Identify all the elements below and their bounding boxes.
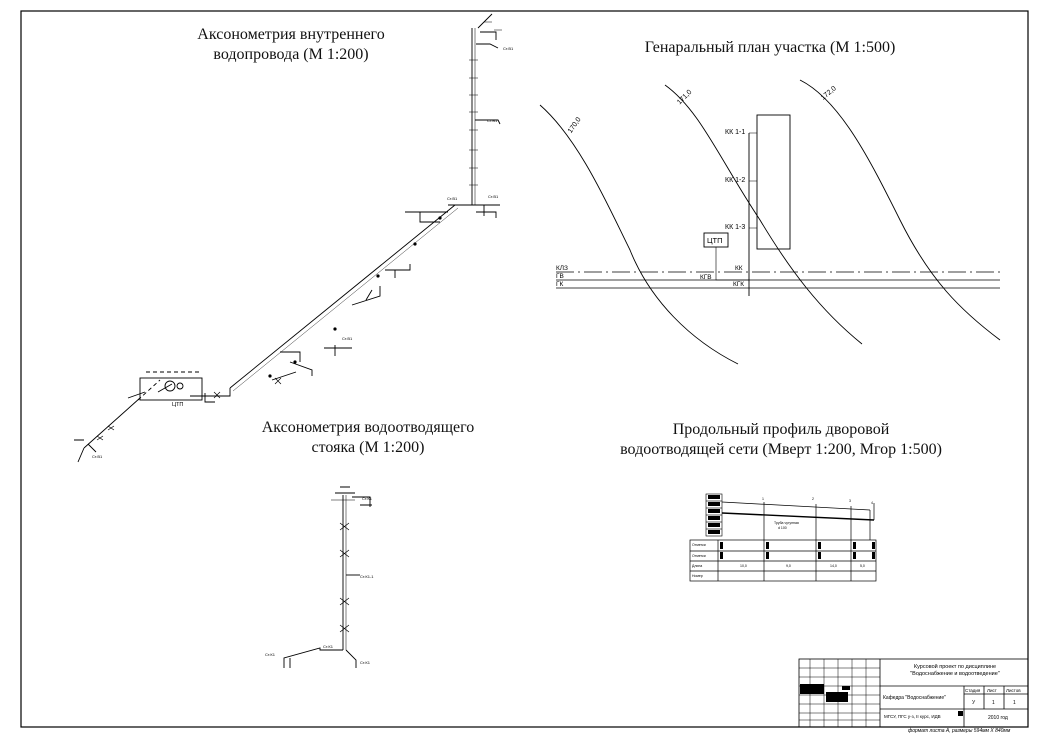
svg-text:Ст.В1: Ст.В1 [447,196,458,201]
svg-text:4: 4 [871,501,873,505]
svg-text:Ст.В1: Ст.В1 [342,336,353,341]
svg-text:2: 2 [812,497,814,501]
line-label-gk: ГК [556,281,564,288]
general-plan-title: Генаральный план участка (М 1:500) [644,39,896,56]
well-kk1-1: КК 1-1 [725,129,746,136]
svg-text:Отметки: Отметки [692,543,706,547]
drainage-riser-axonometry: Ст.К1 Ст.К1-1 Ст.К1 Ст.К1 Ст.К1 [265,486,374,668]
building [756,114,791,250]
city-well-kgk: КГК [733,281,745,288]
svg-text:5,0: 5,0 [860,564,865,568]
title-block-stage: У [972,700,976,706]
svg-text:Ст.В1: Ст.В1 [503,46,514,51]
title-block-sheets-head: Листов [1006,688,1021,693]
svg-text:9,0: 9,0 [786,564,791,568]
title-block-univ: МГСУ, ПГС у-з, II курс, ИДВ [884,714,941,719]
svg-text:Ст.К1: Ст.К1 [265,652,276,657]
svg-text:Ст.К1-1: Ст.К1-1 [360,574,374,579]
city-well-kk: КК [735,265,743,272]
svg-text:d 100: d 100 [778,526,787,530]
svg-text:Ст.К1: Ст.К1 [360,660,371,665]
profile-title: Продольный профиль дворовой водоотводяще… [620,421,942,458]
well-kk1-2: КК 1-2 [725,177,746,184]
title-block-course: Курсовой проект по дисциплине "Водоснабж… [910,664,1000,677]
axon-heat-point-label: ЦТП [172,402,183,408]
sheet-frame [20,10,1029,728]
title-block-stage-head: Стадия [965,688,981,693]
svg-text:3: 3 [849,499,851,503]
plan-heat-point-label: ЦТП [707,236,723,245]
water-axon-title: Аксонометрия внутреннего водопровода (М … [197,26,385,63]
line-label-klz: КЛЗ [556,265,568,272]
format-note: формат листа А, размеры 594мм Х 840мм [908,728,1011,734]
svg-text:10,0: 10,0 [740,564,747,568]
title-block-sheet-head: Лист [987,688,997,693]
svg-text:1: 1 [762,497,764,501]
water-supply-axonometry: Ст.В1 Ст.В1 Ст.В1 Ст.В1 Ст.В1 Ст.В1 [74,13,514,463]
well-kk1-3: КК 1-3 [725,224,746,231]
svg-text:Ст.К1: Ст.К1 [362,496,373,501]
title-block-sheets: 1 [1013,700,1016,706]
svg-text:Ст.В1: Ст.В1 [488,194,499,199]
drain-axon-title: Аксонометрия водоотводящего стояка (М 1:… [261,419,475,456]
svg-text:Ст.В1: Ст.В1 [487,118,498,123]
svg-text:Труба чугунная: Труба чугунная [774,521,799,525]
longitudinal-profile: Труба чугунная d 100 Отметки Отметки Дли… [689,493,877,582]
title-block-sheet: 1 [992,700,995,706]
title-block-dept: Кафедра "Водоснабжение" [883,695,946,701]
svg-text:Длина: Длина [692,564,702,568]
svg-text:14,0: 14,0 [830,564,837,568]
water-well-kgv: КГВ [700,274,712,281]
title-block-year: 2010 год [988,715,1008,721]
line-label-gv: ГВ [556,273,564,280]
svg-text:Ст.К1: Ст.К1 [323,644,334,649]
title-block [798,658,1029,728]
svg-text:Ст.В1: Ст.В1 [92,454,103,459]
svg-text:Номер: Номер [692,574,703,578]
general-plan [539,79,1001,365]
svg-text:Отметки: Отметки [692,554,706,558]
